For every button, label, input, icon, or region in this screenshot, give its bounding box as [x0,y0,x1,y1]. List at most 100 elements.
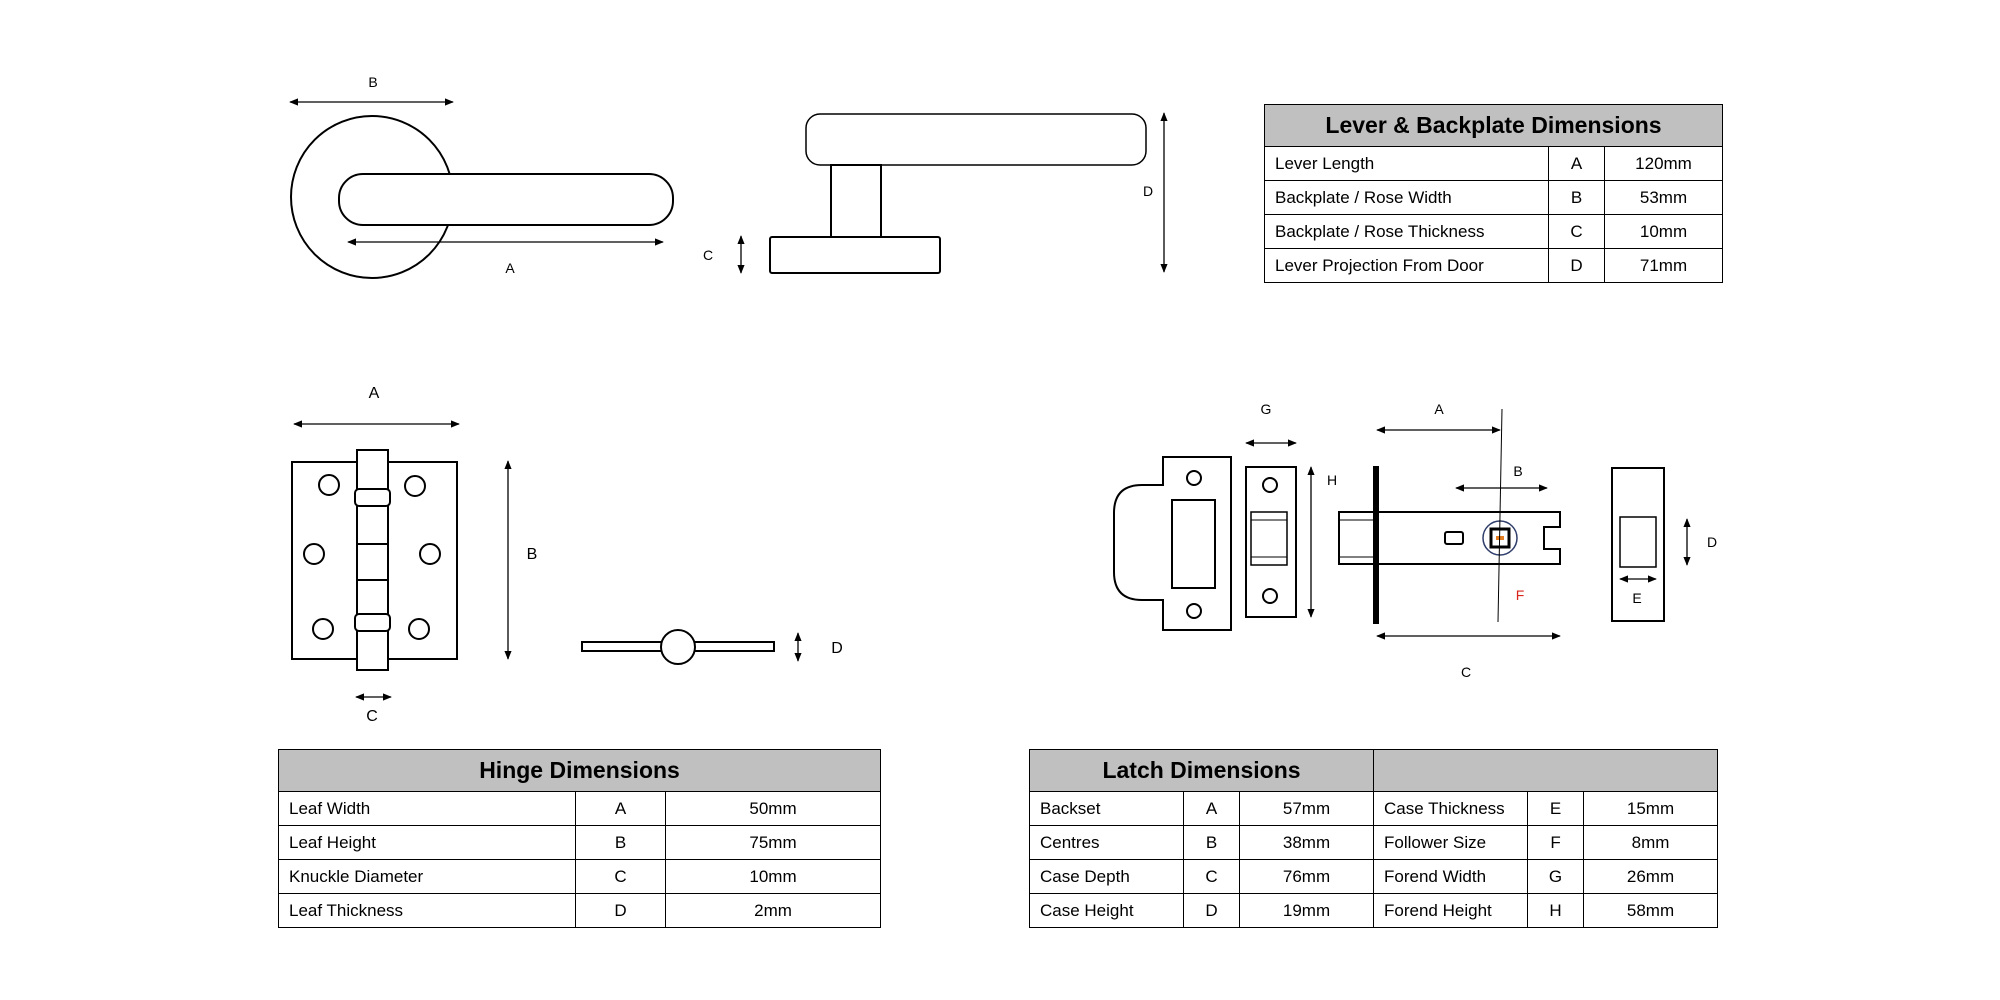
forend [1245,466,1297,618]
row-value: 8mm [1583,825,1719,860]
row-name: Backset [1029,791,1184,826]
dimension-a-label: A [1434,401,1444,417]
row-name: Lever Projection From Door [1264,248,1549,283]
dimension-d-label: D [1707,534,1717,550]
strike-plate [1113,456,1232,631]
row-code: D [575,893,666,928]
centre-line [1497,408,1503,623]
dimension-c-label: C [366,708,378,725]
row-name: Centres [1029,825,1184,860]
hinge-front-view [291,420,512,701]
end-view-opening [1619,516,1657,568]
row-code: H [1527,893,1585,928]
table-title: Lever & Backplate Dimensions [1264,104,1723,147]
latch-slot [1444,531,1464,545]
table-title: Hinge Dimensions [277,749,882,792]
dimension-g-label: G [1261,401,1272,417]
row-code: A [1183,791,1240,826]
row-value: 2mm [664,893,882,928]
screw-hole [408,618,430,640]
dimension-b-label: B [1513,463,1522,479]
row-name: Leaf Width [278,791,576,826]
lever-handle-front [338,173,674,226]
latch-end-view [1611,467,1665,622]
hinge-side-view [581,629,802,665]
knuckle-band-top [354,488,391,507]
latch-bolt [1338,511,1375,565]
row-name: Follower Size [1373,825,1529,860]
row-code: B [575,825,666,860]
row-value: 57mm [1238,791,1375,826]
screw-hole [404,475,426,497]
row-value: 15mm [1583,791,1719,826]
row-value: 38mm [1238,825,1375,860]
strike-screw-hole [1186,470,1202,486]
forend-latch-opening [1250,511,1288,566]
row-name: Case Thickness [1373,791,1529,826]
lever-bar-side [805,113,1147,166]
row-value: 71mm [1604,248,1723,283]
knuckle-band-bottom [354,613,391,632]
hinge-knuckle [356,449,389,671]
row-value: 120mm [1604,146,1723,181]
row-value: 26mm [1583,859,1719,894]
strike-screw-hole [1186,603,1202,619]
row-code: B [1183,825,1240,860]
row-code: E [1527,791,1585,826]
dimension-a-label: A [369,385,380,402]
dimension-a-label: A [505,260,515,276]
dimension-d-label: D [1143,183,1153,199]
screw-hole [312,618,334,640]
row-code: F [1527,825,1585,860]
row-value: 76mm [1238,859,1375,894]
row-value: 19mm [1238,893,1375,928]
latch-case [1377,511,1561,565]
row-code: G [1527,859,1585,894]
row-code: D [1183,893,1240,928]
table-title-blank [1373,749,1719,792]
dimension-d-label: D [831,640,843,657]
table-title: Latch Dimensions [1028,749,1375,792]
row-code: C [1548,214,1605,249]
row-code: D [1548,248,1605,283]
lever-neck [830,164,882,238]
row-name: Backplate / Rose Width [1264,180,1549,215]
row-code: C [1183,859,1240,894]
backplate-side [769,236,941,274]
row-name: Backplate / Rose Thickness [1264,214,1549,249]
row-code: A [575,791,666,826]
dimension-c-label: C [703,247,713,263]
dimension-e-label: E [1632,590,1641,606]
lever-dimensions-table: Lever & Backplate Dimensions Lever Lengt… [1264,104,1723,283]
dimension-b-label: B [527,546,538,563]
dimension-f-label: F [1516,587,1525,603]
row-code: C [575,859,666,894]
row-value: 58mm [1583,893,1719,928]
row-name: Case Depth [1029,859,1184,894]
row-name: Lever Length [1264,146,1549,181]
row-name: Leaf Thickness [278,893,576,928]
screw-hole [303,543,325,565]
forend-screw-hole [1262,477,1278,493]
dimension-c-label: C [1461,664,1471,680]
row-name: Leaf Height [278,825,576,860]
lever-front-view [289,98,674,279]
screw-hole [419,543,441,565]
dimension-b-label: B [368,74,377,90]
dimension-h-label: H [1327,472,1337,488]
row-value: 53mm [1604,180,1723,215]
